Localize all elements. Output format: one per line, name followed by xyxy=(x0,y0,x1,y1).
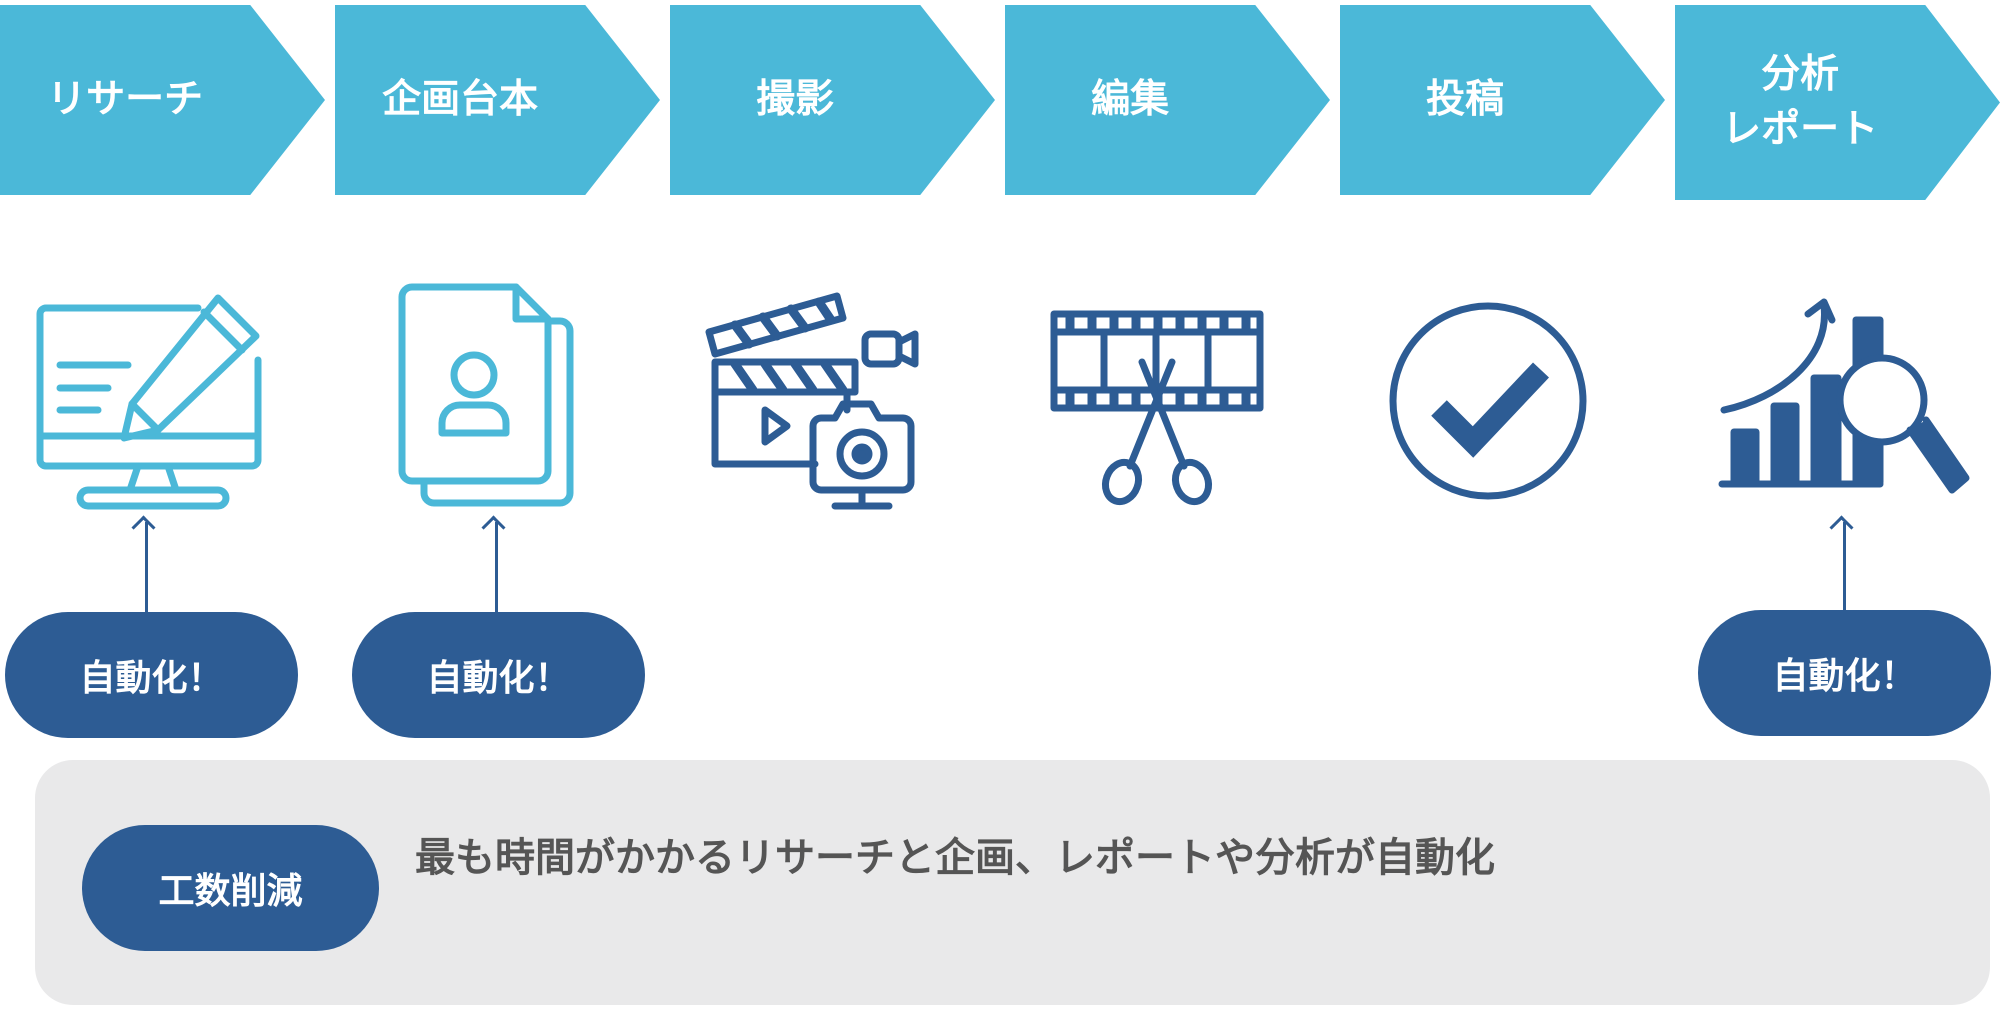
step-label: 分析 レポート xyxy=(1722,51,1879,152)
up-arrow-report xyxy=(1843,522,1846,610)
document-person-icon xyxy=(398,283,574,515)
step-posting: 投稿 xyxy=(1340,5,1665,195)
step-analysis-report: 分析 レポート xyxy=(1675,5,2000,200)
summary-panel: 工数削減 最も時間がかかるリサーチと企画、レポートや分析が自動化 xyxy=(35,760,1990,1005)
up-arrow-research xyxy=(145,522,148,612)
chart-magnifier-icon xyxy=(1718,298,1970,518)
step-label: リサーチ xyxy=(47,76,204,122)
up-arrow-script xyxy=(495,522,498,612)
clapperboard-camera-icon xyxy=(705,292,925,512)
step-label: 企画台本 xyxy=(382,76,539,122)
step-label: 投稿 xyxy=(1426,76,1505,122)
step-filming: 撮影 xyxy=(670,5,995,195)
summary-badge: 工数削減 xyxy=(82,825,379,951)
summary-text: 最も時間がかかるリサーチと企画、レポートや分析が自動化 xyxy=(415,835,1495,881)
step-label: 編集 xyxy=(1091,76,1170,122)
step-research: リサーチ xyxy=(0,5,325,195)
film-scissors-icon xyxy=(1050,310,1265,510)
monitor-pencil-icon xyxy=(36,290,270,510)
automation-badge-script: 自動化！ xyxy=(352,612,645,738)
step-editing: 編集 xyxy=(1005,5,1330,195)
step-label: 撮影 xyxy=(756,76,835,122)
automation-badge-research: 自動化！ xyxy=(5,612,298,738)
check-circle-icon xyxy=(1385,298,1591,504)
step-planning-script: 企画台本 xyxy=(335,5,660,195)
automation-badge-report: 自動化！ xyxy=(1698,610,1991,736)
